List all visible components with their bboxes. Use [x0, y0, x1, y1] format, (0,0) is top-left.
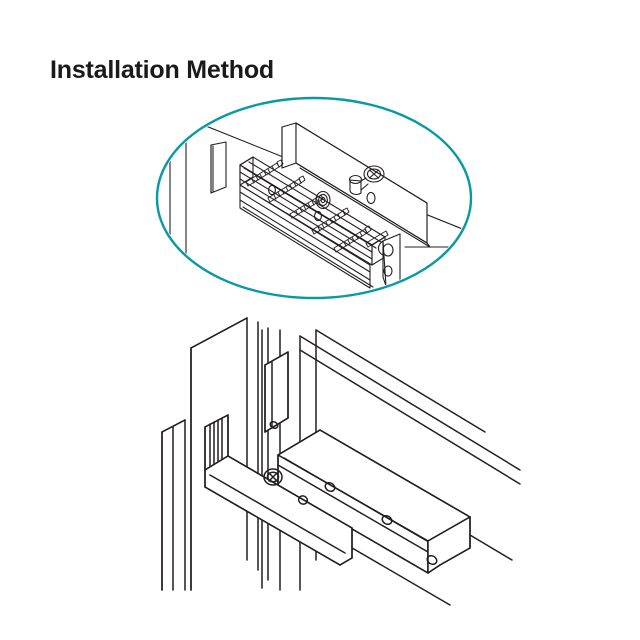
machine-screws	[245, 159, 389, 253]
maglock-body-installed	[277, 429, 471, 574]
wall-reference-line	[346, 544, 451, 606]
mounting-screw	[263, 468, 283, 486]
l-bracket-upper	[264, 351, 289, 433]
armature-plate	[210, 141, 227, 194]
maglock-end-flange	[426, 516, 513, 574]
hex-screw-with-washer	[348, 165, 385, 195]
page-title: Installation Method	[50, 56, 274, 84]
callout-ellipse	[155, 96, 473, 300]
maglock-lower-rail	[239, 184, 374, 289]
armature-plate-installed	[204, 455, 353, 566]
assembly-linework	[161, 317, 521, 606]
maglock-mounting-holes	[268, 184, 331, 222]
door-leaf	[161, 419, 186, 591]
bracket-end-foot	[377, 233, 401, 287]
detail-linework	[169, 103, 469, 296]
